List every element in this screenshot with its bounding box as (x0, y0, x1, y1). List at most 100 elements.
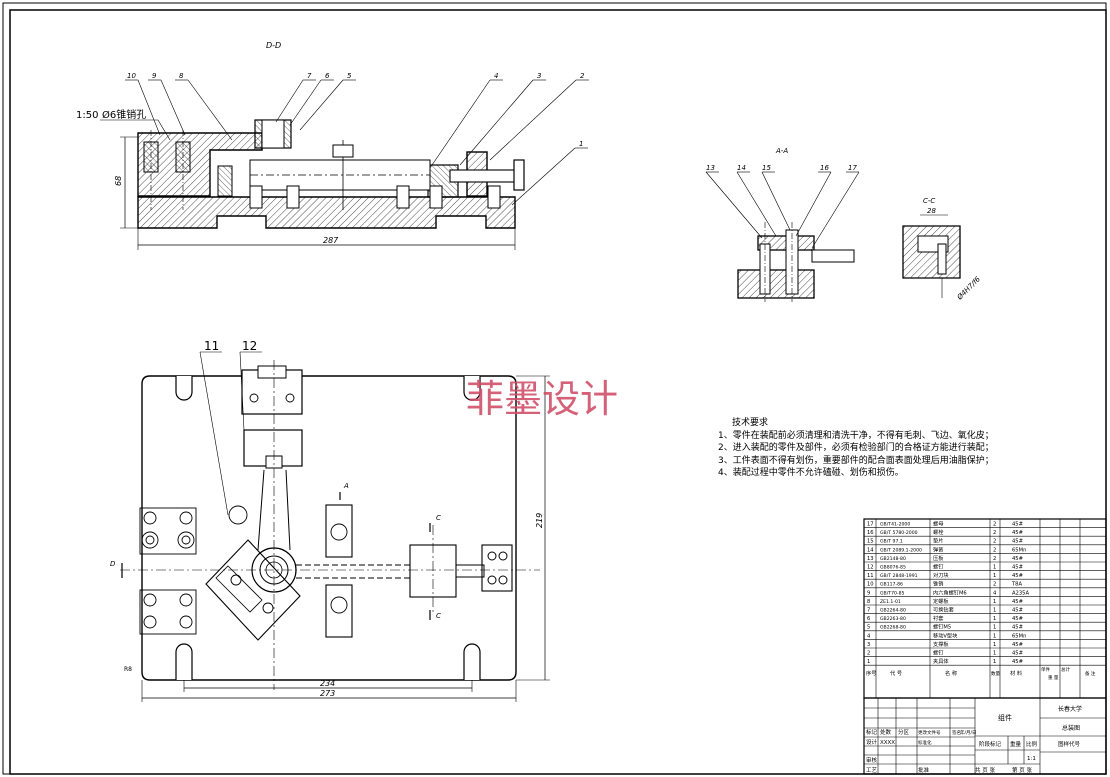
bom-name: 螺栓 (933, 528, 944, 536)
bom-code: GB117-86 (880, 582, 903, 588)
cut-d-left: D (110, 560, 116, 568)
bom-material: 45# (1012, 659, 1023, 665)
aa-balloons (705, 171, 860, 249)
rotated-block (205, 539, 301, 641)
tb-drawing-type: 总装图 (1062, 724, 1080, 732)
bom-material: 65Mn (1012, 633, 1026, 639)
bolt-group (143, 141, 501, 209)
tb-rev-area: 分区 (898, 728, 910, 736)
balloon-5: 5 (347, 72, 352, 80)
bom-no: 15 (867, 539, 874, 545)
bom-code: GB/T 2089.1-2000 (880, 547, 922, 553)
bom-header-unit-weight: 单件 (1041, 666, 1050, 673)
tech-note-2: 2、进入装配的零件及部件，必须有检验部门的合格证方能进行装配； (718, 443, 994, 453)
bom-code: GB2264-80 (880, 608, 906, 614)
bom-code: GB2148-80 (880, 556, 906, 562)
balloon-3: 3 (537, 72, 541, 80)
drawing-border (9, 9, 1107, 775)
bom-no: 10 (867, 582, 874, 588)
tb-drawing-no-label: 图样代号 (1058, 740, 1081, 748)
tb-rev-doc: 更改文件号 (918, 729, 941, 736)
bom-name: 移动V型块 (933, 631, 958, 639)
bom-qty: 1 (993, 659, 996, 665)
tb-weight: 重量 (1010, 740, 1022, 748)
bom-qty: 2 (993, 556, 996, 562)
tb-standardization: 标准化 (918, 739, 932, 746)
bom-no: 4 (867, 633, 871, 639)
bom-name: 弹簧 (933, 545, 943, 553)
bom-name: 螺钉 (933, 649, 943, 657)
dim-plan-inner: 234 (320, 679, 335, 688)
bom-no: 11 (867, 573, 874, 579)
bom-no: 9 (867, 590, 870, 596)
bom-qty: 2 (993, 547, 996, 553)
title-block-text: 组件 长春大学 总装图 图样代号 阶段标记 重量 比例 1:1 共 页 张 第 … (866, 705, 1082, 774)
section-aa-view: A-A 13 14 15 16 17 (705, 147, 860, 302)
bom-material: 65Mn (1012, 547, 1026, 553)
bom-no: 13 (867, 556, 874, 562)
bom-material: 45# (1012, 522, 1023, 528)
bom-no: 2 (867, 651, 870, 657)
screw-body (449, 169, 521, 183)
bom-name: 螺钉 (933, 563, 943, 571)
balloon-9: 9 (152, 72, 157, 80)
balloon-11: 11 (204, 339, 219, 353)
bom-code: GB/T 5780-2000 (880, 530, 918, 536)
bom-code: GB2268-80 (880, 625, 906, 631)
tb-checker: 审核 (866, 756, 878, 764)
bom-no: 7 (867, 608, 870, 614)
bom-qty: 2 (993, 539, 996, 545)
bom-qty: 2 (993, 582, 996, 588)
tb-stage: 阶段标记 (979, 740, 1002, 748)
bom-material: 45# (1012, 642, 1023, 648)
bom-header-remark: 备 注 (1085, 670, 1096, 677)
tb-school: 长春大学 (1058, 705, 1082, 713)
balloon-13: 13 (706, 164, 715, 172)
bom-name: 夹具体 (933, 657, 949, 665)
bom-name: 对刀块 (933, 571, 949, 579)
balloon-14: 14 (737, 164, 746, 172)
bom-material: 45# (1012, 573, 1023, 579)
tb-process: 工艺 (866, 767, 878, 774)
bom-header-name: 名 称 (945, 669, 957, 677)
dim-cc-hole: Ø4H7/f6 (955, 275, 982, 302)
bom-header-qty: 数量 (991, 670, 1000, 677)
tb-design-date: XXXX (880, 740, 895, 746)
pin-note: Ø6锥销孔 (102, 108, 146, 121)
bom-name: 螺母 (933, 520, 943, 528)
bom-code: GB/T70-85 (880, 590, 904, 596)
bom-qty: 1 (993, 625, 996, 631)
tb-rev-count: 处数 (880, 728, 892, 736)
dim-top-height: 68 (114, 176, 123, 186)
bom-no: 6 (867, 616, 870, 622)
screw-head (513, 159, 525, 191)
bom-qty: 2 (993, 530, 996, 536)
section-dd-label: D-D (266, 41, 281, 50)
bom-material: 45# (1012, 556, 1023, 562)
dim-top-length: 287 (323, 236, 339, 245)
bom-material: 45# (1012, 599, 1023, 605)
bom-qty: 1 (993, 616, 996, 622)
cut-c-bottom: C (436, 612, 441, 620)
bom-material: 45# (1012, 539, 1023, 545)
bom-qty: 1 (993, 565, 996, 571)
tb-part-name: 组件 (998, 713, 1012, 722)
dim-plan-height: 219 (535, 513, 544, 528)
balloon-7: 7 (307, 72, 312, 80)
balloon-4: 4 (494, 72, 498, 80)
bom-no: 5 (867, 625, 870, 631)
balloon-1: 1 (579, 140, 583, 148)
tech-note-3: 3、工件表面不得有划伤，重要部件的配合面表面处理后用油脂保护； (718, 455, 994, 466)
left-bolts (139, 505, 248, 635)
bom-name: 垫片 (933, 537, 943, 545)
tb-scale: 比例 (1026, 740, 1038, 748)
bom-qty: 1 (993, 642, 996, 648)
bom-no: 3 (867, 642, 870, 648)
balloon-17: 17 (848, 164, 857, 172)
bom-name: 衬套 (933, 614, 944, 622)
bom-qty: 1 (993, 599, 996, 605)
bom-qty: 2 (993, 522, 996, 528)
bom-no: 8 (867, 599, 870, 605)
tb-rev-sign: 签名 (952, 729, 961, 736)
